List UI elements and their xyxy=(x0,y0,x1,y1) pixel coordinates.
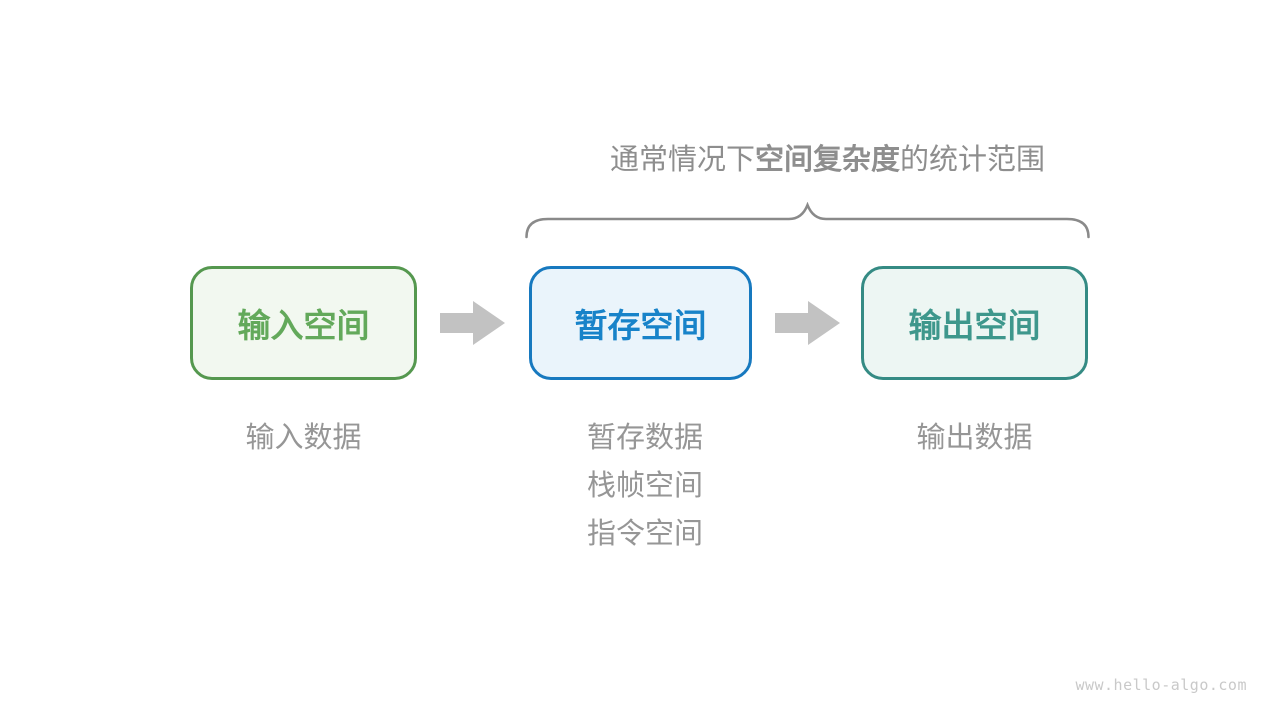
curly-brace-icon xyxy=(525,202,1090,239)
title-suffix: 的统计范围 xyxy=(900,144,1046,176)
temp-space-caption-list: 暂存数据 栈帧空间 指令空间 xyxy=(587,414,703,558)
input-space-box: 输入空间 xyxy=(190,266,417,380)
right-arrow-icon xyxy=(775,301,840,345)
temp-caption-item: 指令空间 xyxy=(587,518,704,550)
right-arrow-shape xyxy=(440,301,505,345)
temp-space-box: 暂存空间 xyxy=(529,266,752,380)
diagram-title: 通常情况下空间复杂度的统计范围 xyxy=(545,143,1110,177)
input-space-label: 输入空间 xyxy=(237,307,370,344)
title-prefix: 通常情况下 xyxy=(609,144,755,176)
right-arrow-icon xyxy=(440,301,505,345)
input-space-caption: 输入数据 xyxy=(245,422,362,454)
title-emphasis: 空间复杂度 xyxy=(754,144,900,176)
watermark-text: www.hello-algo.com xyxy=(1075,676,1247,694)
temp-space-label: 暂存空间 xyxy=(574,307,707,344)
output-space-label: 输出空间 xyxy=(908,307,1041,344)
output-space-caption: 输出数据 xyxy=(916,422,1033,454)
output-space-box: 输出空间 xyxy=(861,266,1088,380)
temp-caption-item: 栈帧空间 xyxy=(587,470,704,502)
curly-brace-path xyxy=(525,202,1090,239)
right-arrow-shape xyxy=(775,301,840,345)
temp-caption-item: 暂存数据 xyxy=(587,422,704,454)
